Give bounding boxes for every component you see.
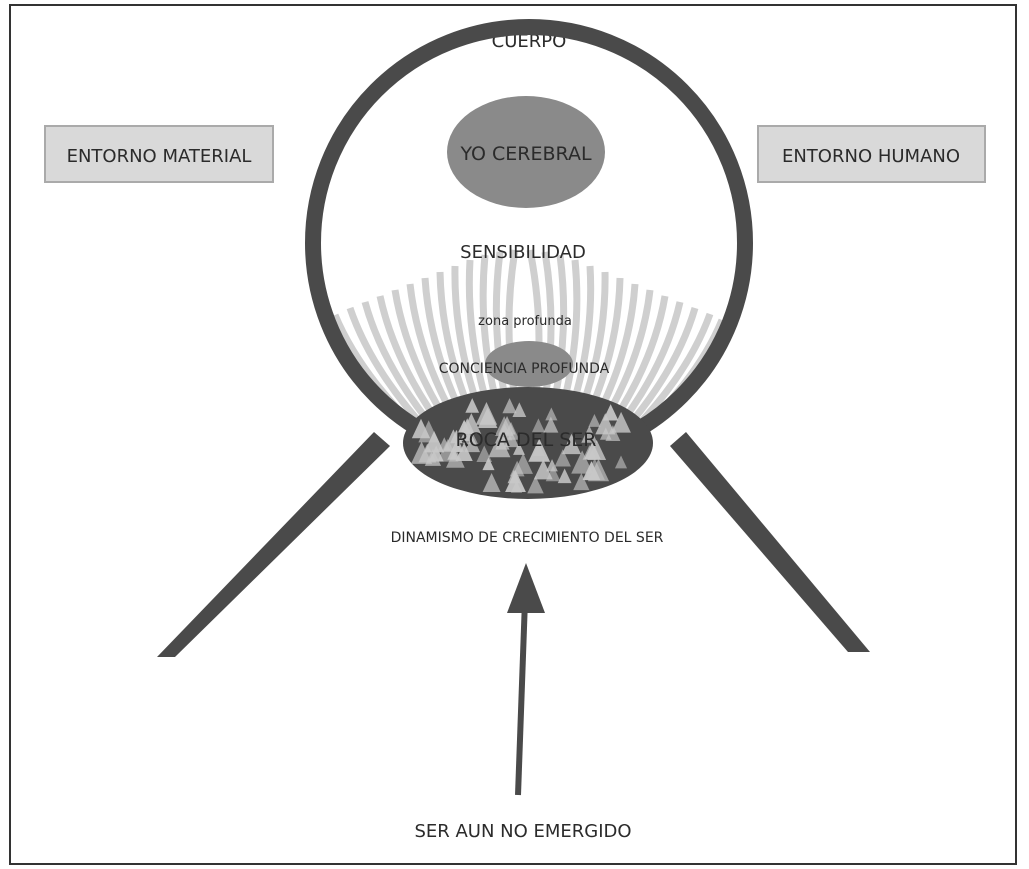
roca-triangle: [588, 413, 601, 427]
roca-triangle: [557, 468, 572, 484]
roca-triangle: [424, 431, 445, 453]
zona-profunda-label: zona profunda: [478, 314, 572, 329]
roca-triangle: [546, 459, 558, 472]
roca-triangle: [595, 413, 616, 435]
conciencia-profunda-ellipse: [485, 341, 573, 387]
roca-triangle: [458, 419, 471, 433]
roca-triangle: [513, 442, 525, 455]
roca-triangle: [584, 441, 601, 460]
roca-triangle: [581, 425, 598, 443]
yo-cerebral-ellipse: [447, 96, 605, 208]
roca-triangle: [455, 442, 473, 462]
roca-triangle: [571, 450, 594, 474]
dinamismo-label: DINAMISMO DE CRECIMIENTO DEL SER: [391, 530, 664, 546]
roca-triangle: [411, 418, 431, 439]
yo-cerebral-label: YO CEREBRAL: [459, 143, 592, 165]
roca-triangle: [561, 433, 582, 455]
sensibilidad-label: SENSIBILIDAD: [460, 242, 586, 263]
roca-triangle: [573, 472, 590, 491]
roca-triangle: [533, 459, 553, 480]
left-leg: [157, 432, 390, 657]
growth-arrow: [507, 563, 545, 796]
roca-triangle: [482, 473, 501, 493]
conciencia-profunda-label: CONCIENCIA PROFUNDA: [439, 361, 610, 377]
roca-triangle: [611, 411, 631, 433]
entorno-material-box: ENTORNO MATERIAL: [44, 125, 274, 183]
roca-triangle: [502, 398, 517, 414]
roca-triangle: [437, 438, 459, 462]
roca-triangle: [527, 475, 544, 494]
roca-triangle: [582, 461, 601, 480]
ser-no-emergido-label: SER AUN NO EMERGIDO: [414, 821, 631, 842]
roca-triangle: [494, 416, 514, 437]
roca-triangle: [531, 418, 545, 433]
roca-triangle: [488, 433, 511, 458]
right-leg: [670, 432, 870, 652]
roca-triangle: [545, 465, 561, 482]
roca-triangle: [532, 443, 545, 457]
roca-triangle: [507, 469, 521, 484]
entorno-material-label: ENTORNO MATERIAL: [67, 146, 252, 167]
roca-triangle: [411, 441, 433, 464]
entorno-humano-label: ENTORNO HUMANO: [782, 146, 960, 167]
cuerpo-label: CUERPO: [492, 31, 567, 52]
entorno-humano-box: ENTORNO HUMANO: [757, 125, 986, 183]
roca-triangle: [614, 455, 628, 469]
roca-triangle: [605, 425, 621, 441]
roca-triangle: [462, 428, 478, 445]
roca-triangle: [476, 445, 493, 463]
roca-triangle: [545, 407, 558, 421]
roca-triangle: [512, 402, 527, 417]
roca-del-ser-label: ROCA DEL SER: [456, 429, 597, 451]
roca-triangle: [482, 457, 495, 471]
roca-triangle: [465, 398, 480, 413]
diagram-frame: [9, 4, 1017, 865]
roca-triangles: [411, 398, 631, 494]
roca-triangle: [554, 449, 571, 467]
roca-triangle: [543, 416, 559, 433]
roca-triangle: [477, 407, 498, 429]
roca-triangle: [510, 480, 523, 493]
